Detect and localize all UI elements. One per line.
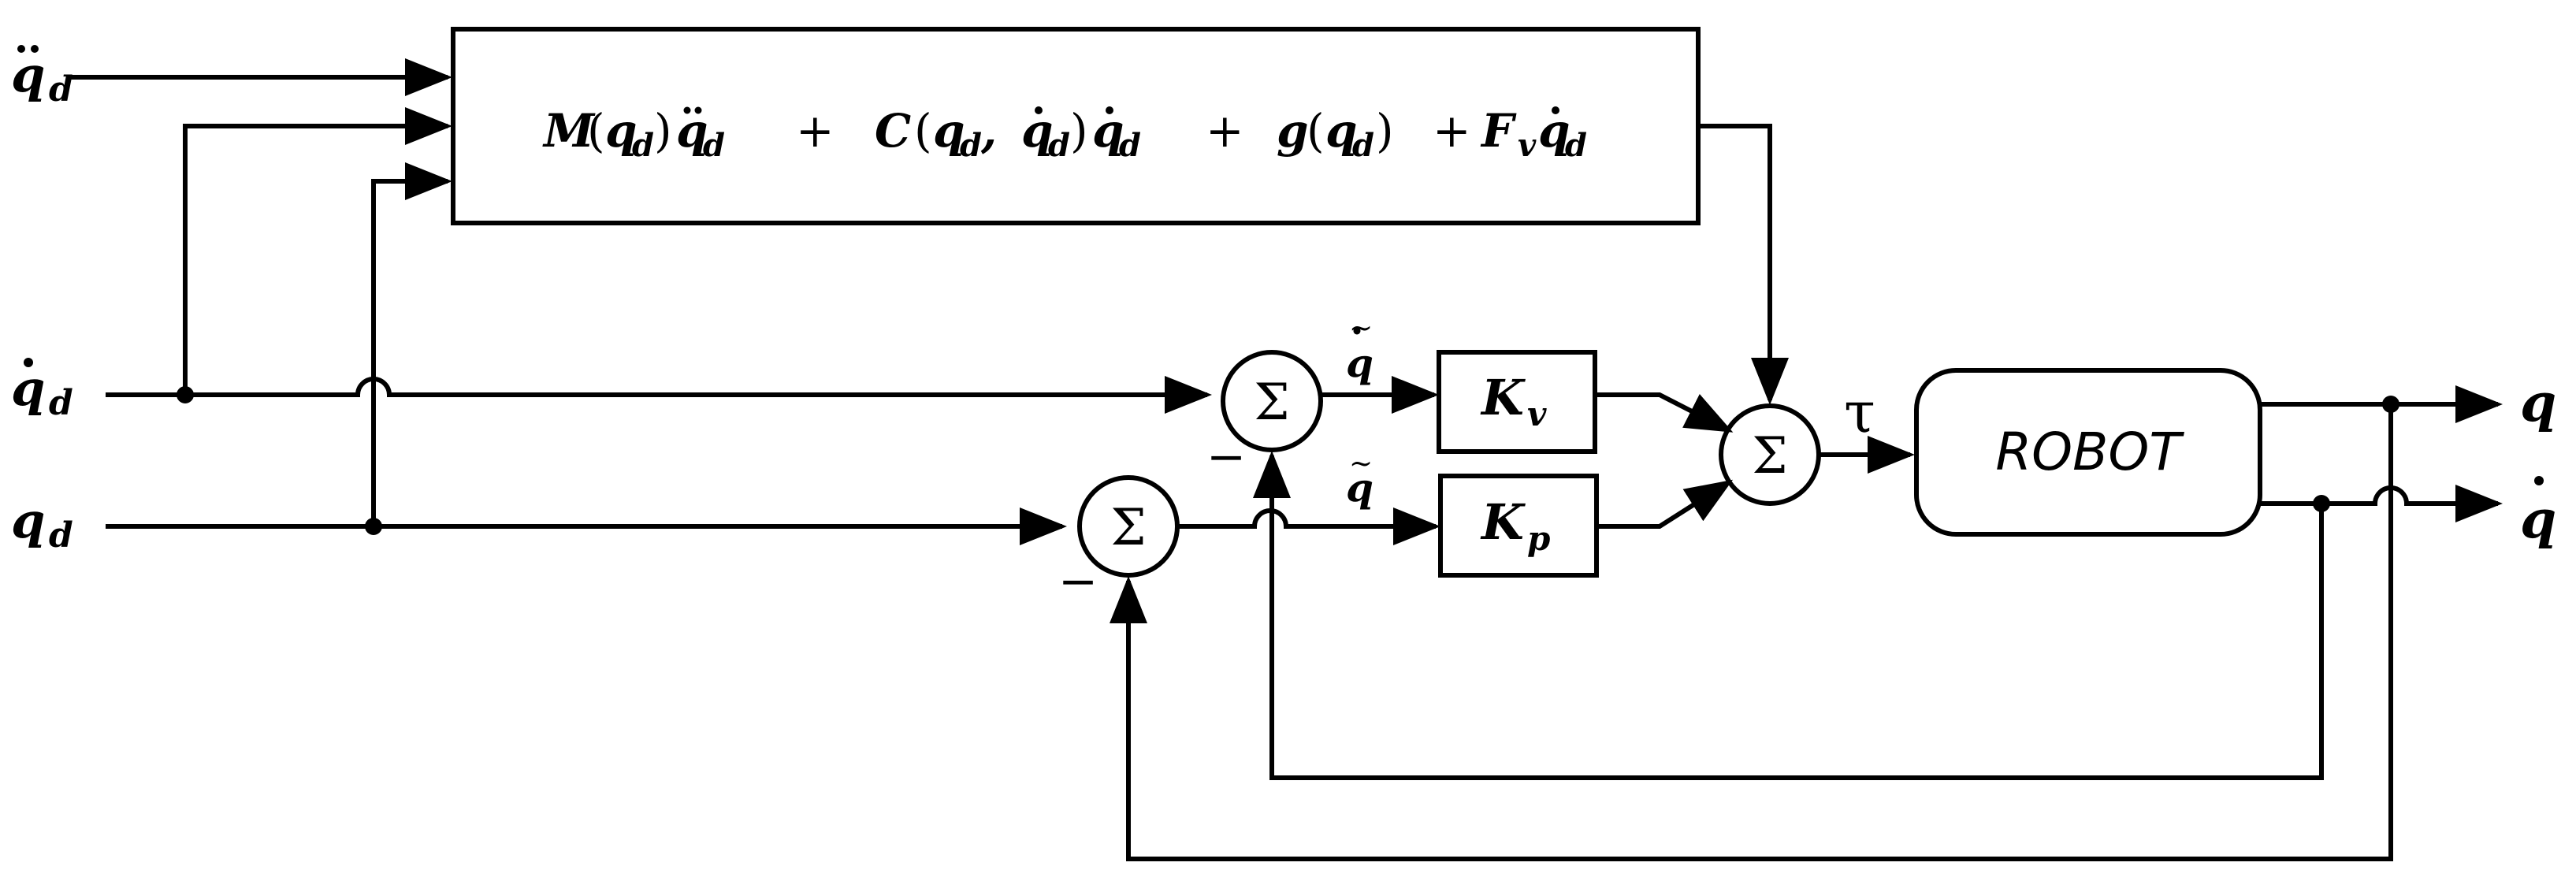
eq-sub-4: d — [1048, 127, 1070, 164]
gain-kp-base: K — [1480, 493, 1526, 551]
feedback-velocity — [1253, 451, 2324, 780]
eq-M: M — [542, 104, 596, 158]
eq-g: g — [1277, 104, 1309, 158]
input-label-qd-d-base: q — [11, 359, 45, 417]
gain-kv-base: K — [1480, 369, 1526, 426]
eq-sub-7: d — [1565, 127, 1587, 164]
input-label-qdd-d-base: q — [11, 46, 45, 103]
feedback-position — [1110, 404, 2393, 861]
eq-comma: , — [980, 104, 997, 158]
eq-q-2: q — [676, 104, 708, 158]
junction-qd — [177, 386, 194, 403]
eq-sub-2: d — [703, 127, 725, 164]
wire-q-tilde — [1177, 507, 1440, 545]
signal-qdot-tilde-mark: ~ — [1349, 312, 1373, 344]
sum-torque-symbol: Σ — [1752, 427, 1787, 485]
signal-q-tilde-base: q — [1346, 464, 1373, 511]
wire-kv-to-sum — [1595, 392, 1734, 433]
gain-kp-block: K p — [1438, 474, 1599, 578]
signal-label-qdot-tilde: q ~ — [1346, 312, 1373, 386]
eq-sub-1: d — [632, 127, 654, 164]
feedforward-equation: M ( q d ) q d + C ( q d , q d ) q d + g … — [542, 104, 1587, 164]
eq-dot-c — [1552, 106, 1559, 114]
gain-kp-box — [1438, 474, 1599, 578]
gain-kv-block: K v — [1437, 350, 1597, 454]
feedforward-block — [451, 27, 1701, 225]
eq-plus-2: + — [1206, 104, 1244, 158]
sum-velocity-junction: Σ − — [1206, 350, 1323, 485]
eq-ddot-b — [694, 106, 702, 114]
eq-sub-v: v — [1518, 127, 1537, 164]
gain-kv-sub: v — [1527, 395, 1547, 433]
wire-output-qdot — [2260, 485, 2503, 522]
sum-torque-junction: Σ — [1719, 403, 1821, 506]
wire-qd-to-ff — [183, 107, 452, 395]
sum-velocity-symbol: Σ — [1254, 374, 1289, 432]
eq-rparen-2: ) — [1070, 104, 1088, 158]
signal-qdot-tilde-dot — [1353, 327, 1361, 335]
input-label-qd-d: q d — [11, 358, 73, 423]
double-dot-left — [17, 45, 25, 53]
wire-kp-to-sum — [1597, 479, 1734, 529]
eq-rparen-3: ) — [1376, 104, 1394, 158]
output-qdot-dot — [2534, 476, 2544, 485]
eq-q-3: q — [933, 104, 965, 158]
eq-q-1: q — [605, 104, 637, 158]
eq-dot-b — [1106, 106, 1113, 114]
robot-block: ROBOT — [1914, 368, 2262, 537]
eq-plus-1: + — [796, 104, 835, 158]
signal-label-q-tilde: q ~ — [1346, 448, 1373, 511]
input-label-qd-d-sub: d — [49, 383, 73, 423]
double-dot-right — [31, 45, 39, 53]
eq-C: C — [875, 104, 911, 158]
output-label-qdot-base: q — [2520, 489, 2556, 550]
eq-lparen-1: ( — [587, 104, 605, 158]
output-label-q: q — [2520, 372, 2556, 433]
junction-q — [365, 518, 382, 535]
eq-sub-6: d — [1352, 127, 1374, 164]
signal-qdot-tilde-base: q — [1346, 340, 1373, 386]
input-label-qdd-d-sub: d — [49, 69, 73, 110]
eq-lparen-3: ( — [1307, 104, 1325, 158]
gain-kp-sub: p — [1527, 519, 1550, 558]
wire-ff-to-sum — [1698, 124, 1789, 405]
gain-kv-box — [1437, 350, 1597, 454]
input-label-q-d: q d — [11, 492, 73, 556]
signal-q-tilde-mark: ~ — [1349, 448, 1373, 480]
input-label-q-d-base: q — [11, 492, 45, 549]
output-label-qdot: q — [2520, 476, 2556, 550]
input-label-qdd-d: q d — [11, 45, 73, 110]
eq-ddot-a — [683, 106, 691, 114]
minus-sign-velocity: − — [1206, 429, 1246, 485]
minus-sign-position: − — [1058, 554, 1098, 609]
signal-tau-label: τ — [1844, 379, 1875, 445]
sum-position-junction: Σ − — [1058, 475, 1180, 609]
wire-q-to-ff — [371, 162, 452, 526]
eq-plus-3: + — [1433, 104, 1471, 158]
robot-box — [1914, 368, 2262, 537]
eq-F: F — [1480, 104, 1517, 158]
sum-velocity-circle — [1221, 350, 1323, 452]
wire-qd-to-sum-v — [106, 376, 1212, 414]
eq-q-6: q — [1325, 104, 1358, 158]
eq-rparen-1: ) — [654, 104, 672, 158]
single-dot — [24, 358, 33, 367]
eq-sub-3: d — [960, 127, 982, 164]
sum-position-symbol: Σ — [1110, 499, 1146, 557]
robot-label: ROBOT — [1995, 422, 2184, 482]
eq-lparen-2: ( — [914, 104, 932, 158]
eq-dot-a — [1035, 106, 1043, 114]
eq-sub-5: d — [1119, 127, 1141, 164]
input-label-q-d-sub: d — [49, 515, 73, 556]
